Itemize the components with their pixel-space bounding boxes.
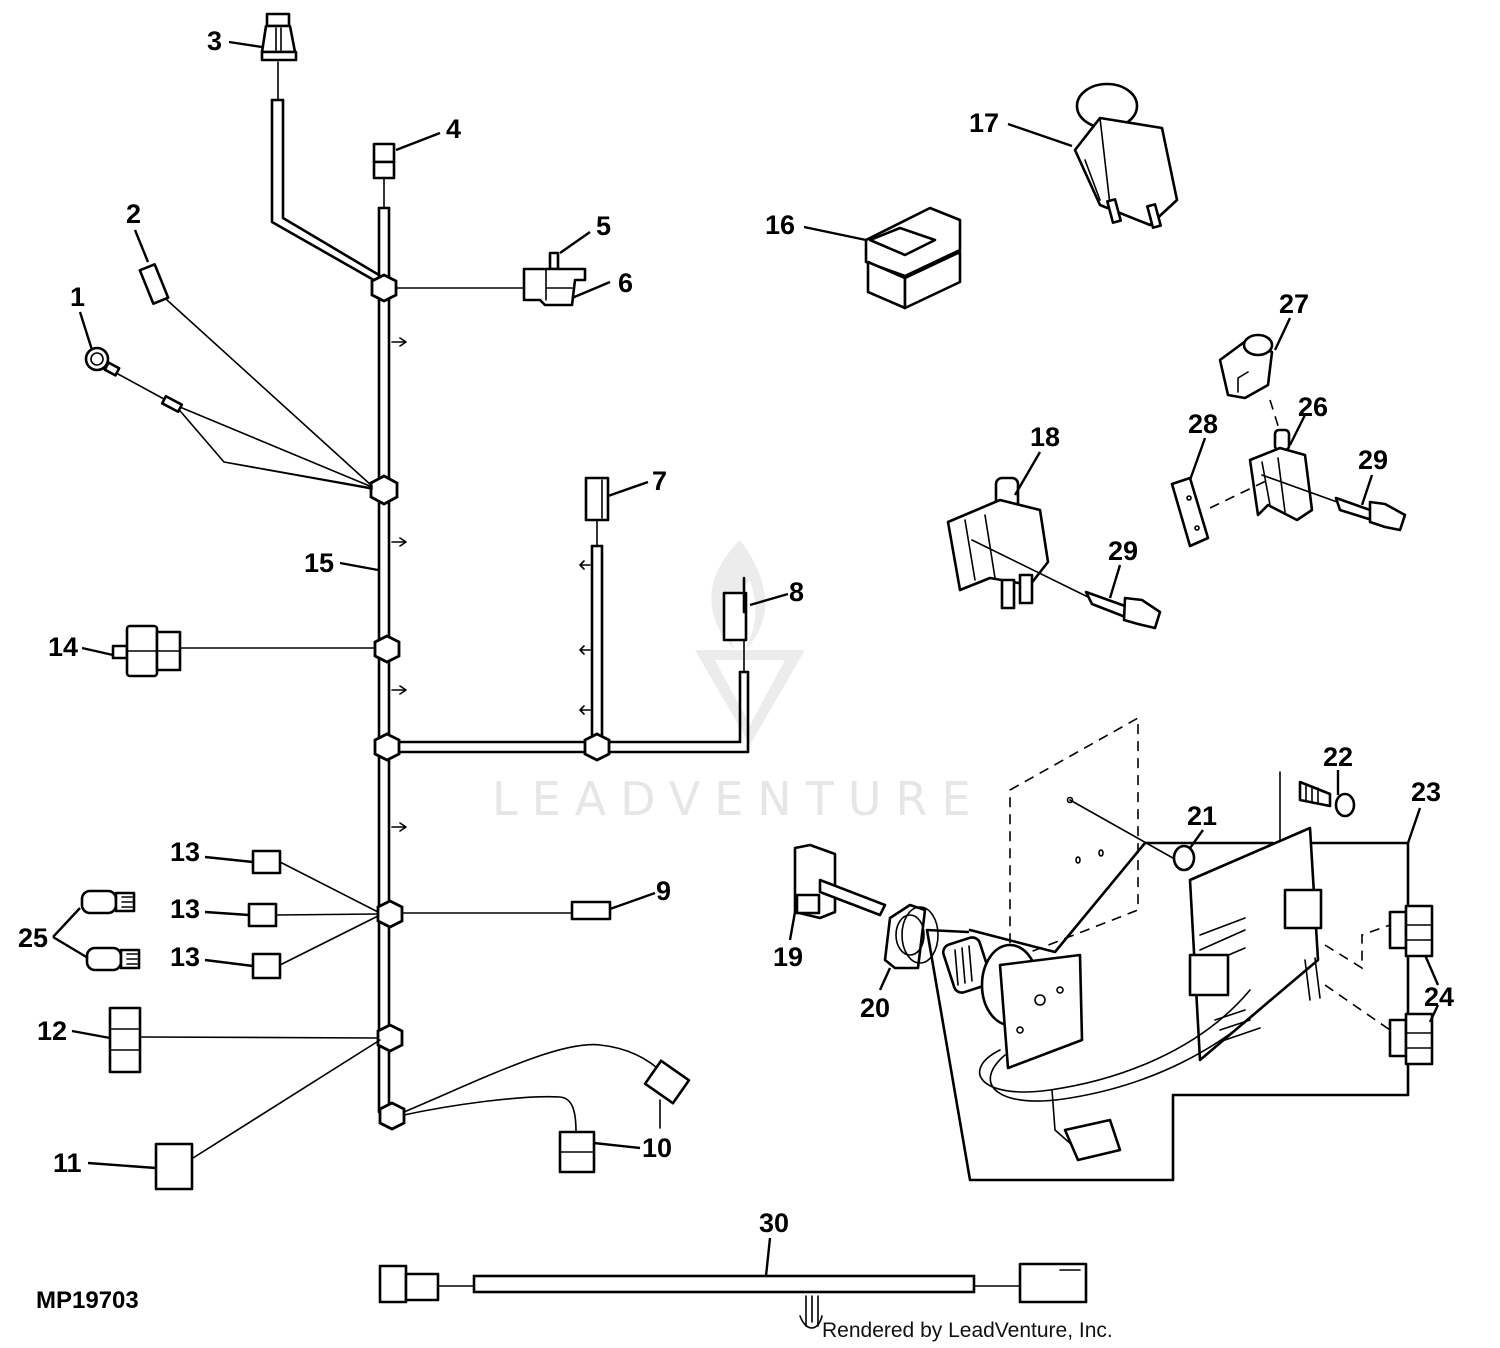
callout-4: 4	[446, 114, 461, 144]
harness-junction	[376, 1023, 404, 1053]
part-18-plunger-switch	[946, 476, 1050, 610]
credit-text: Rendered by LeadVenture, Inc.	[822, 1319, 1113, 1342]
callout-13: 13	[170, 894, 200, 924]
part-10-connectors	[558, 1059, 691, 1174]
assembly-line	[1269, 399, 1281, 433]
callout-30: 30	[759, 1208, 789, 1238]
callout-8: 8	[789, 577, 804, 607]
callout-15: 15	[304, 548, 334, 578]
part-27-switch-cap	[1218, 333, 1274, 400]
part-12-connector	[108, 1006, 142, 1074]
part-2-connector	[138, 263, 170, 305]
callouts: 3 4 2 1 5 6 7 8 15 14 9 13 13 13 25 12 1…	[18, 26, 1454, 1238]
part-19-bracket	[793, 843, 887, 920]
part-4-connector	[372, 142, 396, 180]
callout-23: 23	[1411, 777, 1441, 807]
part-5-6-connector	[522, 251, 587, 307]
callout-6: 6	[618, 268, 633, 298]
mounting-plate	[1009, 716, 1181, 962]
part-29-rivet	[971, 539, 1162, 630]
main-harness	[117, 61, 750, 1159]
callout-14: 14	[48, 632, 78, 662]
callout-10: 10	[642, 1133, 672, 1163]
harness-junction	[373, 634, 401, 664]
callout-11: 11	[53, 1148, 82, 1178]
callout-3: 3	[207, 26, 222, 56]
watermark-logo-icon	[695, 540, 805, 745]
part-7-connector	[584, 476, 610, 522]
part-3-connector	[260, 12, 298, 62]
watermark: LEADVENTURE	[492, 540, 985, 826]
callout-7: 7	[652, 466, 667, 496]
harness-junction	[583, 732, 611, 762]
callout-5: 5	[596, 211, 611, 241]
leader-lines	[52, 40, 1440, 1277]
callout-28: 28	[1188, 409, 1218, 439]
harness-junction	[373, 732, 401, 762]
callout-13: 13	[170, 837, 200, 867]
callout-27: 27	[1279, 289, 1309, 319]
harness-junction	[369, 474, 399, 506]
part-29-rivet	[1261, 474, 1407, 532]
callout-20: 20	[860, 993, 890, 1023]
part-16-rocker-switch	[864, 206, 962, 310]
part-23-outline	[925, 841, 1410, 1182]
part-9-connector	[570, 900, 612, 921]
part-1-ring-terminal	[84, 346, 184, 414]
callout-12: 12	[37, 1016, 67, 1046]
part-30-harness	[378, 1262, 1088, 1329]
part-21-spacer	[1172, 844, 1196, 872]
part-22-screw	[1298, 780, 1356, 818]
harness-junction	[370, 273, 398, 303]
callout-1: 1	[70, 282, 85, 312]
part-13-connectors	[247, 849, 282, 980]
part-20-nut	[883, 903, 939, 970]
callout-26: 26	[1298, 392, 1328, 422]
part-11-connector	[154, 1142, 194, 1191]
callout-22: 22	[1323, 742, 1353, 772]
part-24-fuses	[1324, 904, 1434, 1066]
callout-24: 24	[1424, 982, 1454, 1012]
callout-19: 19	[773, 942, 803, 972]
harness-junction	[376, 899, 404, 929]
harness-clip-icons	[391, 337, 407, 832]
part-17-seat-switch	[1073, 82, 1179, 229]
callout-29: 29	[1358, 445, 1388, 475]
callout-9: 9	[656, 876, 671, 906]
figure-id: MP19703	[36, 1287, 139, 1314]
part-14-sensor	[111, 624, 182, 678]
callout-29: 29	[1108, 536, 1138, 566]
callout-13: 13	[170, 942, 200, 972]
harness-junction	[378, 1101, 406, 1131]
part-25-bulbs	[80, 889, 141, 972]
part-26-switch	[1248, 428, 1314, 522]
callout-21: 21	[1187, 801, 1217, 831]
callout-18: 18	[1030, 422, 1060, 452]
part-8-connector	[722, 576, 748, 642]
callout-16: 16	[765, 210, 795, 240]
callout-2: 2	[126, 199, 141, 229]
watermark-text: LEADVENTURE	[492, 772, 985, 826]
control-module-board	[941, 826, 1323, 1162]
part-28-plate	[1170, 476, 1210, 548]
callout-25: 25	[18, 923, 48, 953]
callout-17: 17	[969, 108, 999, 138]
assembly-line	[1209, 479, 1269, 509]
